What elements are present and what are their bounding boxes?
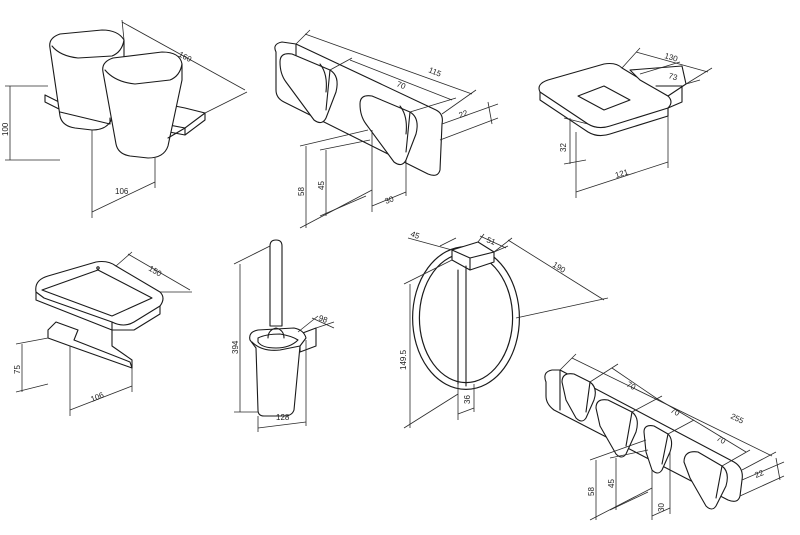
hook-2 [359, 95, 418, 166]
hook-1 [279, 53, 338, 124]
dim-70-pitch: 70 [329, 57, 457, 113]
dim-label: 106 [89, 390, 105, 404]
glass-shelf-holder-bar [47, 321, 133, 369]
dim-label: 73 [667, 71, 679, 82]
dim-32: 32 [559, 117, 589, 165]
dim-label: 128 [276, 413, 290, 422]
dim-label: 45 [317, 181, 326, 190]
dim-190: 190 [493, 237, 609, 319]
dim-98: 98 [297, 313, 335, 333]
dim-45: 45 [317, 139, 371, 217]
soap-dish-bracket [629, 65, 687, 97]
toilet-brush-holder [249, 327, 307, 417]
dim-36: 36 [457, 384, 475, 420]
dim-121: 121 [575, 116, 669, 198]
dim-label: 190 [551, 260, 568, 275]
dim-128: 128 [257, 340, 307, 432]
toilet-brush-drawing: 394 98 128 [231, 239, 335, 432]
dim-label: 45 [409, 229, 421, 241]
dim-label: 51 [485, 235, 497, 247]
dim-100: 100 [1, 85, 60, 161]
soap-dish-drawing: 130 73 32 121 [538, 47, 713, 198]
dim-label: 115 [427, 66, 443, 79]
dim-45-ring: 45 [407, 229, 457, 251]
towel-ring-mount [451, 241, 495, 271]
dim-label: 75 [13, 365, 22, 374]
dim-45-rail: 45 [607, 449, 649, 511]
dim-label: 22 [458, 108, 470, 120]
dim-130: 130 [621, 47, 713, 85]
double-tumbler-holder-drawing: 160 100 106 [1, 19, 248, 218]
dim-label: 121 [614, 167, 630, 179]
quad-hook-rail-drawing: 255 70 70 70 22 58 [544, 353, 785, 521]
dim-label: 70 [715, 434, 728, 446]
dim-label: 394 [231, 340, 240, 354]
dim-149.5: 149.5 [399, 259, 459, 429]
rail-hook-3 [643, 425, 673, 474]
dim-73: 73 [639, 61, 701, 85]
dim-106: 106 [91, 130, 156, 218]
dim-label: 30 [384, 194, 396, 206]
dim-30: 30 [371, 130, 407, 212]
dim-label: 22 [753, 468, 765, 480]
dim-30-rail: 30 [651, 452, 671, 520]
rail-hook-4 [683, 451, 728, 510]
dim-label: 58 [587, 487, 596, 496]
dim-75: 75 [13, 337, 49, 393]
toilet-brush-handle [269, 239, 283, 327]
rail-hook-1 [561, 373, 596, 422]
rail-hook-2 [595, 399, 638, 458]
dim-label: 45 [607, 479, 616, 488]
glass-shelf-drawing: 150 75 106 [13, 251, 192, 416]
dim-58: 58 [297, 129, 373, 229]
soap-dish-recess [577, 85, 631, 111]
dim-label: 70 [625, 380, 638, 392]
dim-label: 130 [663, 51, 679, 63]
dim-22: 22 [439, 101, 499, 141]
dim-label: 255 [729, 412, 745, 426]
dim-label: 70 [395, 80, 407, 92]
dim-58-rail: 58 [587, 439, 653, 521]
dim-label: 149.5 [399, 349, 408, 370]
dim-label: 100 [1, 122, 10, 136]
dim-394: 394 [231, 245, 271, 413]
dim-label: 150 [147, 264, 164, 279]
towel-ring-drawing: 45 51 190 149.5 36 [399, 229, 609, 429]
dim-label: 32 [559, 143, 568, 152]
dim-label: 98 [317, 313, 329, 325]
dim-115: 115 [295, 29, 477, 115]
double-hook-drawing: 115 70 22 58 45 [274, 29, 499, 229]
dim-label: 58 [297, 187, 306, 196]
dim-label: 36 [463, 395, 472, 404]
dim-label: 106 [115, 187, 129, 196]
dim-22-rail: 22 [739, 457, 785, 497]
dim-label: 30 [657, 503, 666, 512]
right-tumbler [102, 51, 183, 159]
dim-label: 70 [669, 406, 682, 418]
